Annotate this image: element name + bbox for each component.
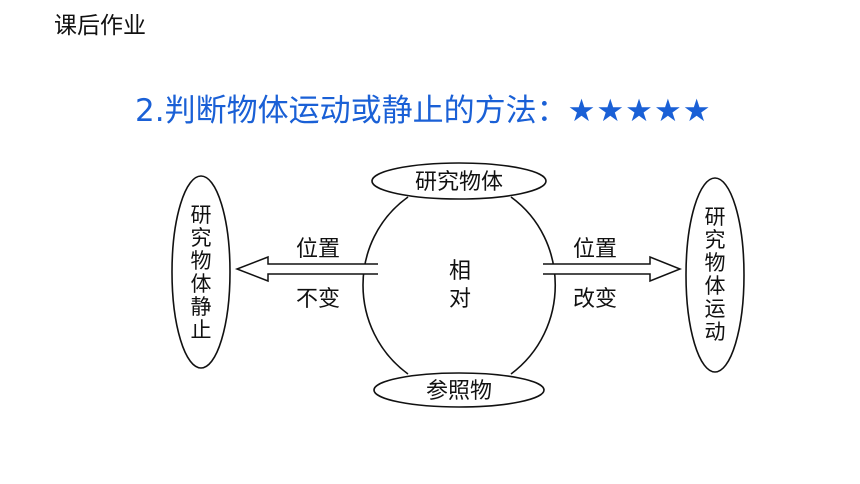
lens-left-arc (362, 196, 409, 375)
left-arrow-label-bottom: 不变 (296, 287, 340, 312)
left-result-char-3: 物 (191, 249, 212, 273)
left-result-char-1: 研 (191, 203, 212, 227)
right-result-char-4: 体 (705, 274, 726, 298)
left-result-char-5: 静 (191, 295, 212, 319)
right-result-char-2: 究 (705, 228, 726, 252)
right-result-char-1: 研 (705, 205, 726, 229)
top-node-ellipse (371, 162, 547, 200)
right-result-char-3: 物 (705, 251, 726, 275)
center-char-2: 对 (449, 287, 471, 312)
page-title: 2.判断物体运动或静止的方法：★★★★★ (135, 85, 712, 130)
left-result-char-4: 体 (191, 272, 212, 296)
center-char-1: 相 (449, 259, 471, 284)
left-result-char-6: 止 (191, 318, 212, 342)
right-result-char-5: 运 (705, 297, 726, 321)
bottom-node-ellipse (373, 372, 545, 408)
left-result-char-2: 究 (191, 226, 212, 250)
right-result-ellipse (685, 177, 745, 373)
title-text: 2.判断物体运动或静止的方法： (135, 93, 568, 129)
right-result-char-6: 动 (705, 320, 726, 344)
left-arrow-label-top: 位置 (296, 237, 340, 262)
right-arrow-label-top: 位置 (573, 237, 617, 262)
section-label: 课后作业 (54, 13, 146, 39)
lens-right-arc (510, 196, 557, 375)
rating-stars: ★★★★★ (567, 93, 712, 129)
bottom-node-label: 参照物 (426, 379, 492, 404)
right-arrow-label-bottom: 改变 (573, 287, 617, 312)
left-arrow (234, 255, 378, 283)
top-node-label: 研究物体 (415, 170, 503, 195)
right-arrow (543, 255, 683, 283)
left-result-ellipse (171, 175, 231, 369)
